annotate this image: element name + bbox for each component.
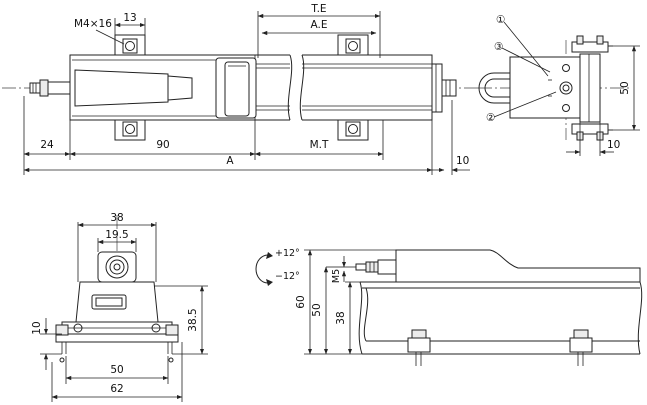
- dim-m5: M5: [331, 269, 342, 283]
- dim-90: 90: [156, 139, 169, 151]
- dim-38-5: 38.5: [187, 308, 199, 331]
- callout-2: ②: [486, 112, 495, 124]
- dim-19-5: 19.5: [105, 229, 128, 241]
- dim-24: 24: [40, 139, 54, 151]
- dim-10-end: 10: [607, 139, 620, 151]
- top-view: M4×16 13 T.E A.E 24 90 M.T A 10: [2, 3, 478, 175]
- dim-a: A: [226, 155, 234, 167]
- dim-ae: A.E: [311, 19, 328, 31]
- end-view: ① ③ ② 50 10: [478, 14, 640, 156]
- dim-mt: M.T: [310, 139, 329, 151]
- screw-label: M4×16: [74, 18, 112, 30]
- dim-13: 13: [123, 12, 136, 24]
- dim-50-front: 50: [110, 364, 123, 376]
- dim-te: T.E: [310, 3, 326, 15]
- dim-60: 60: [295, 295, 307, 308]
- front-view: 38 19.5 38.5 10 50 62: [31, 212, 208, 402]
- slider-window: [224, 61, 250, 117]
- dim-38-side: 38: [335, 311, 347, 324]
- dim-38-front: 38: [110, 212, 123, 224]
- callout-1: ①: [496, 14, 505, 26]
- angle-minus: −12°: [275, 271, 300, 282]
- dim-50-side: 50: [311, 303, 323, 316]
- dim-10-front: 10: [31, 321, 43, 334]
- side-view: +12° −12° 60: [255, 248, 643, 366]
- dim-62: 62: [110, 383, 123, 395]
- dim-10-top: 10: [456, 155, 469, 167]
- dim-50-end: 50: [619, 81, 631, 94]
- callout-3: ③: [494, 41, 503, 53]
- angle-plus: +12°: [275, 248, 300, 259]
